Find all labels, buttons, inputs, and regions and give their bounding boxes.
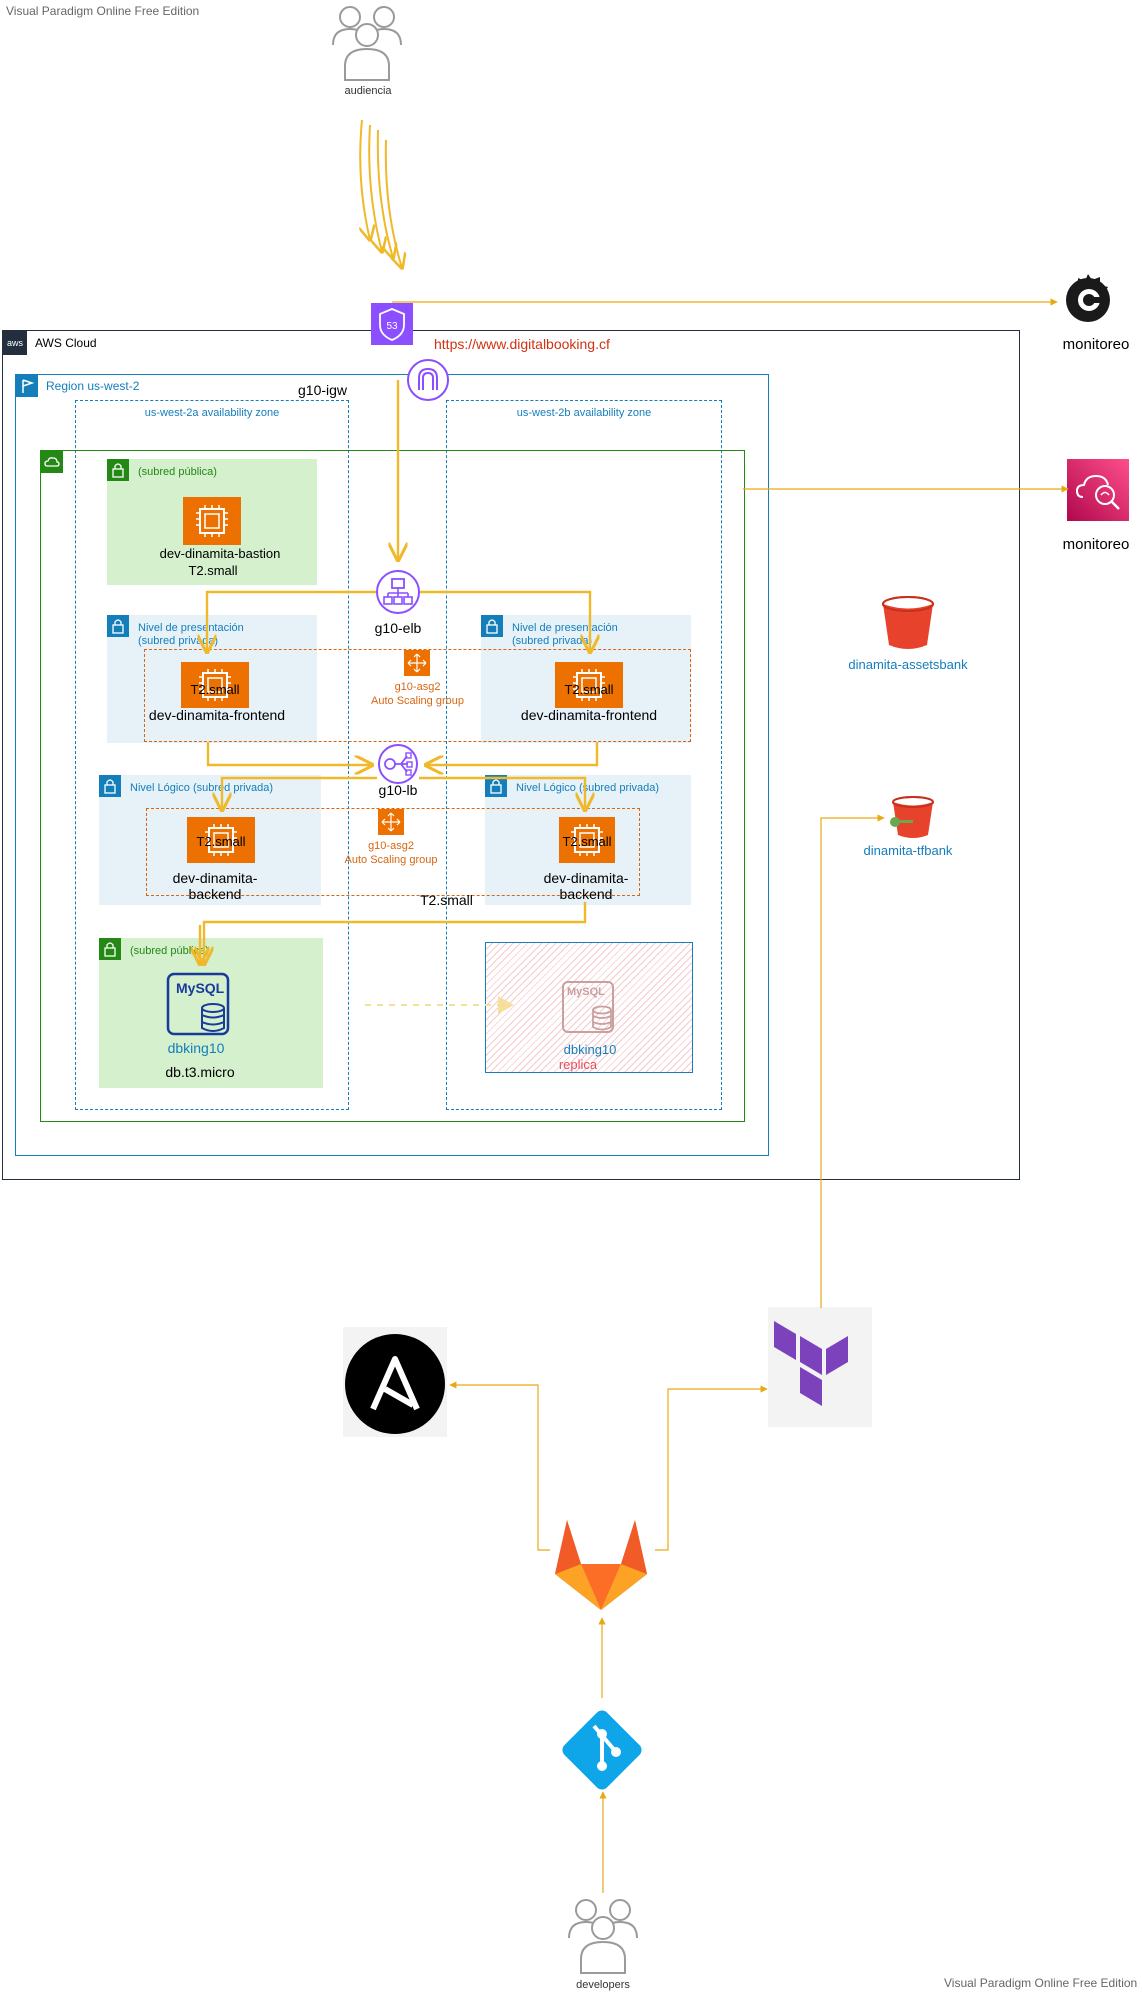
route53-icon[interactable]: 53: [371, 303, 413, 350]
mysql-engine: MySQL: [176, 980, 225, 996]
frontend-a-type: T2.small: [190, 682, 240, 697]
ansible-icon[interactable]: [343, 1327, 447, 1437]
lock-icon: [99, 775, 121, 797]
lock-icon: [481, 615, 503, 637]
replica-tag: replica: [558, 1057, 598, 1072]
frontend-b-type: T2.small: [564, 682, 614, 697]
asg-back-name: g10-asg2: [368, 840, 414, 852]
asg-back-sub: Auto Scaling group: [344, 854, 438, 866]
lock-icon: [107, 615, 129, 637]
igw-label: g10-igw: [298, 382, 348, 398]
frontend-b-ec2-icon[interactable]: [555, 662, 623, 713]
frontend-a-ec2-icon[interactable]: [181, 662, 249, 713]
backend-a-name2: backend: [188, 886, 242, 902]
asg-front-sub: Auto Scaling group: [371, 695, 464, 707]
terraform-icon[interactable]: [768, 1307, 872, 1427]
users-icon: [563, 1895, 643, 1980]
watermark-bottom: Visual Paradigm Online Free Edition: [944, 1976, 1138, 1990]
asg-icon: [378, 809, 404, 840]
backend-a-ec2-icon[interactable]: [187, 817, 255, 868]
monitor1-label: monitoreo: [1062, 336, 1130, 353]
mysql-icon[interactable]: [166, 972, 232, 1038]
vpc-cloud-icon: [41, 451, 63, 473]
lock-icon: [485, 775, 507, 797]
az-b-label: us-west-2b availability zone: [516, 407, 652, 419]
bastion-subnet-label: (subred pública): [138, 466, 217, 478]
asg-back-box: [146, 808, 640, 896]
bastion-name: dev-dinamita-bastion: [159, 546, 281, 561]
bucket1-label[interactable]: dinamita-assetsbank: [848, 657, 968, 672]
az-a-label: us-west-2a availability zone: [144, 407, 280, 419]
bucket2-label[interactable]: dinamita-tfbank: [863, 843, 953, 858]
svg-text:53: 53: [386, 321, 398, 332]
watermark-top: Visual Paradigm Online Free Edition: [6, 4, 200, 18]
bastion-ec2-icon[interactable]: [183, 497, 241, 550]
lock-icon: [107, 459, 129, 481]
pres-b-title: Nivel de presentación: [512, 622, 618, 634]
users-icon: [327, 2, 407, 87]
aws-cloud-label: AWS Cloud: [35, 336, 97, 350]
db-name: dbking10: [167, 1040, 225, 1056]
lb-icon[interactable]: [377, 743, 419, 790]
monitor2-label: monitoreo: [1062, 536, 1130, 553]
region-container: Region us-west-2: [15, 374, 769, 1156]
audience-label: audiencia: [344, 85, 392, 97]
pres-b-subtitle: (subred privada): [512, 635, 593, 647]
aws-logo-icon: aws: [3, 331, 27, 355]
pres-a-title: Nivel de presentación: [138, 622, 244, 634]
elb-label: g10-elb: [374, 620, 422, 636]
logic-b-title: Nivel Lógico (subred privada): [516, 782, 660, 794]
terraform-tile: [768, 1307, 872, 1427]
url-label[interactable]: https://www.digitalbooking.cf: [434, 336, 610, 352]
audience-arrows: [360, 119, 402, 268]
cloudwatch-icon[interactable]: [1067, 459, 1129, 526]
replica-name: dbking10: [563, 1042, 617, 1057]
vpc-container: [40, 450, 745, 1122]
region-label: Region us-west-2: [46, 379, 140, 393]
mysql-replica-icon[interactable]: [561, 980, 617, 1036]
s3-bucket-key-icon[interactable]: [887, 795, 935, 846]
igw-icon[interactable]: [406, 358, 450, 407]
backend-b-type: T2.small: [562, 834, 612, 849]
asg-front-box: [144, 649, 691, 742]
frontend-a-name: dev-dinamita-frontend: [148, 707, 286, 723]
asg-icon: [404, 650, 430, 681]
elb-icon[interactable]: [375, 569, 421, 620]
gitlab-icon[interactable]: [551, 1514, 651, 1619]
git-icon[interactable]: [560, 1708, 644, 1797]
region-flag-icon: [16, 375, 38, 397]
db-subnet-label: (subred pública): [130, 945, 209, 957]
backend-a-name1: dev-dinamita-: [172, 870, 258, 886]
developers-label: developers: [576, 1979, 630, 1991]
backend-a-type: T2.small: [196, 834, 246, 849]
db-subnet: (subred pública): [99, 938, 323, 1088]
frontend-b-name: dev-dinamita-frontend: [520, 707, 658, 723]
stray-type-label: T2.small: [420, 892, 473, 908]
lock-icon: [99, 938, 121, 960]
pres-a-subtitle: (subred privada): [138, 635, 219, 647]
backend-b-ec2-icon[interactable]: [559, 817, 615, 868]
ansible-tile: [343, 1327, 447, 1437]
replica-engine: MySQL: [567, 986, 605, 998]
backend-b-name2: backend: [559, 886, 613, 902]
asg-front-name: g10-asg2: [394, 681, 441, 693]
logic-a-title: Nivel Lógico (subred privada): [130, 782, 274, 794]
backend-b-name1: dev-dinamita-: [543, 870, 629, 886]
db-class: db.t3.micro: [165, 1064, 235, 1080]
bastion-type: T2.small: [188, 563, 238, 578]
aws-cloud-container: aws AWS Cloud: [2, 330, 1020, 1180]
s3-bucket-icon[interactable]: [880, 595, 936, 658]
grafana-icon[interactable]: [1058, 268, 1118, 335]
lb-label: g10-lb: [378, 782, 418, 798]
